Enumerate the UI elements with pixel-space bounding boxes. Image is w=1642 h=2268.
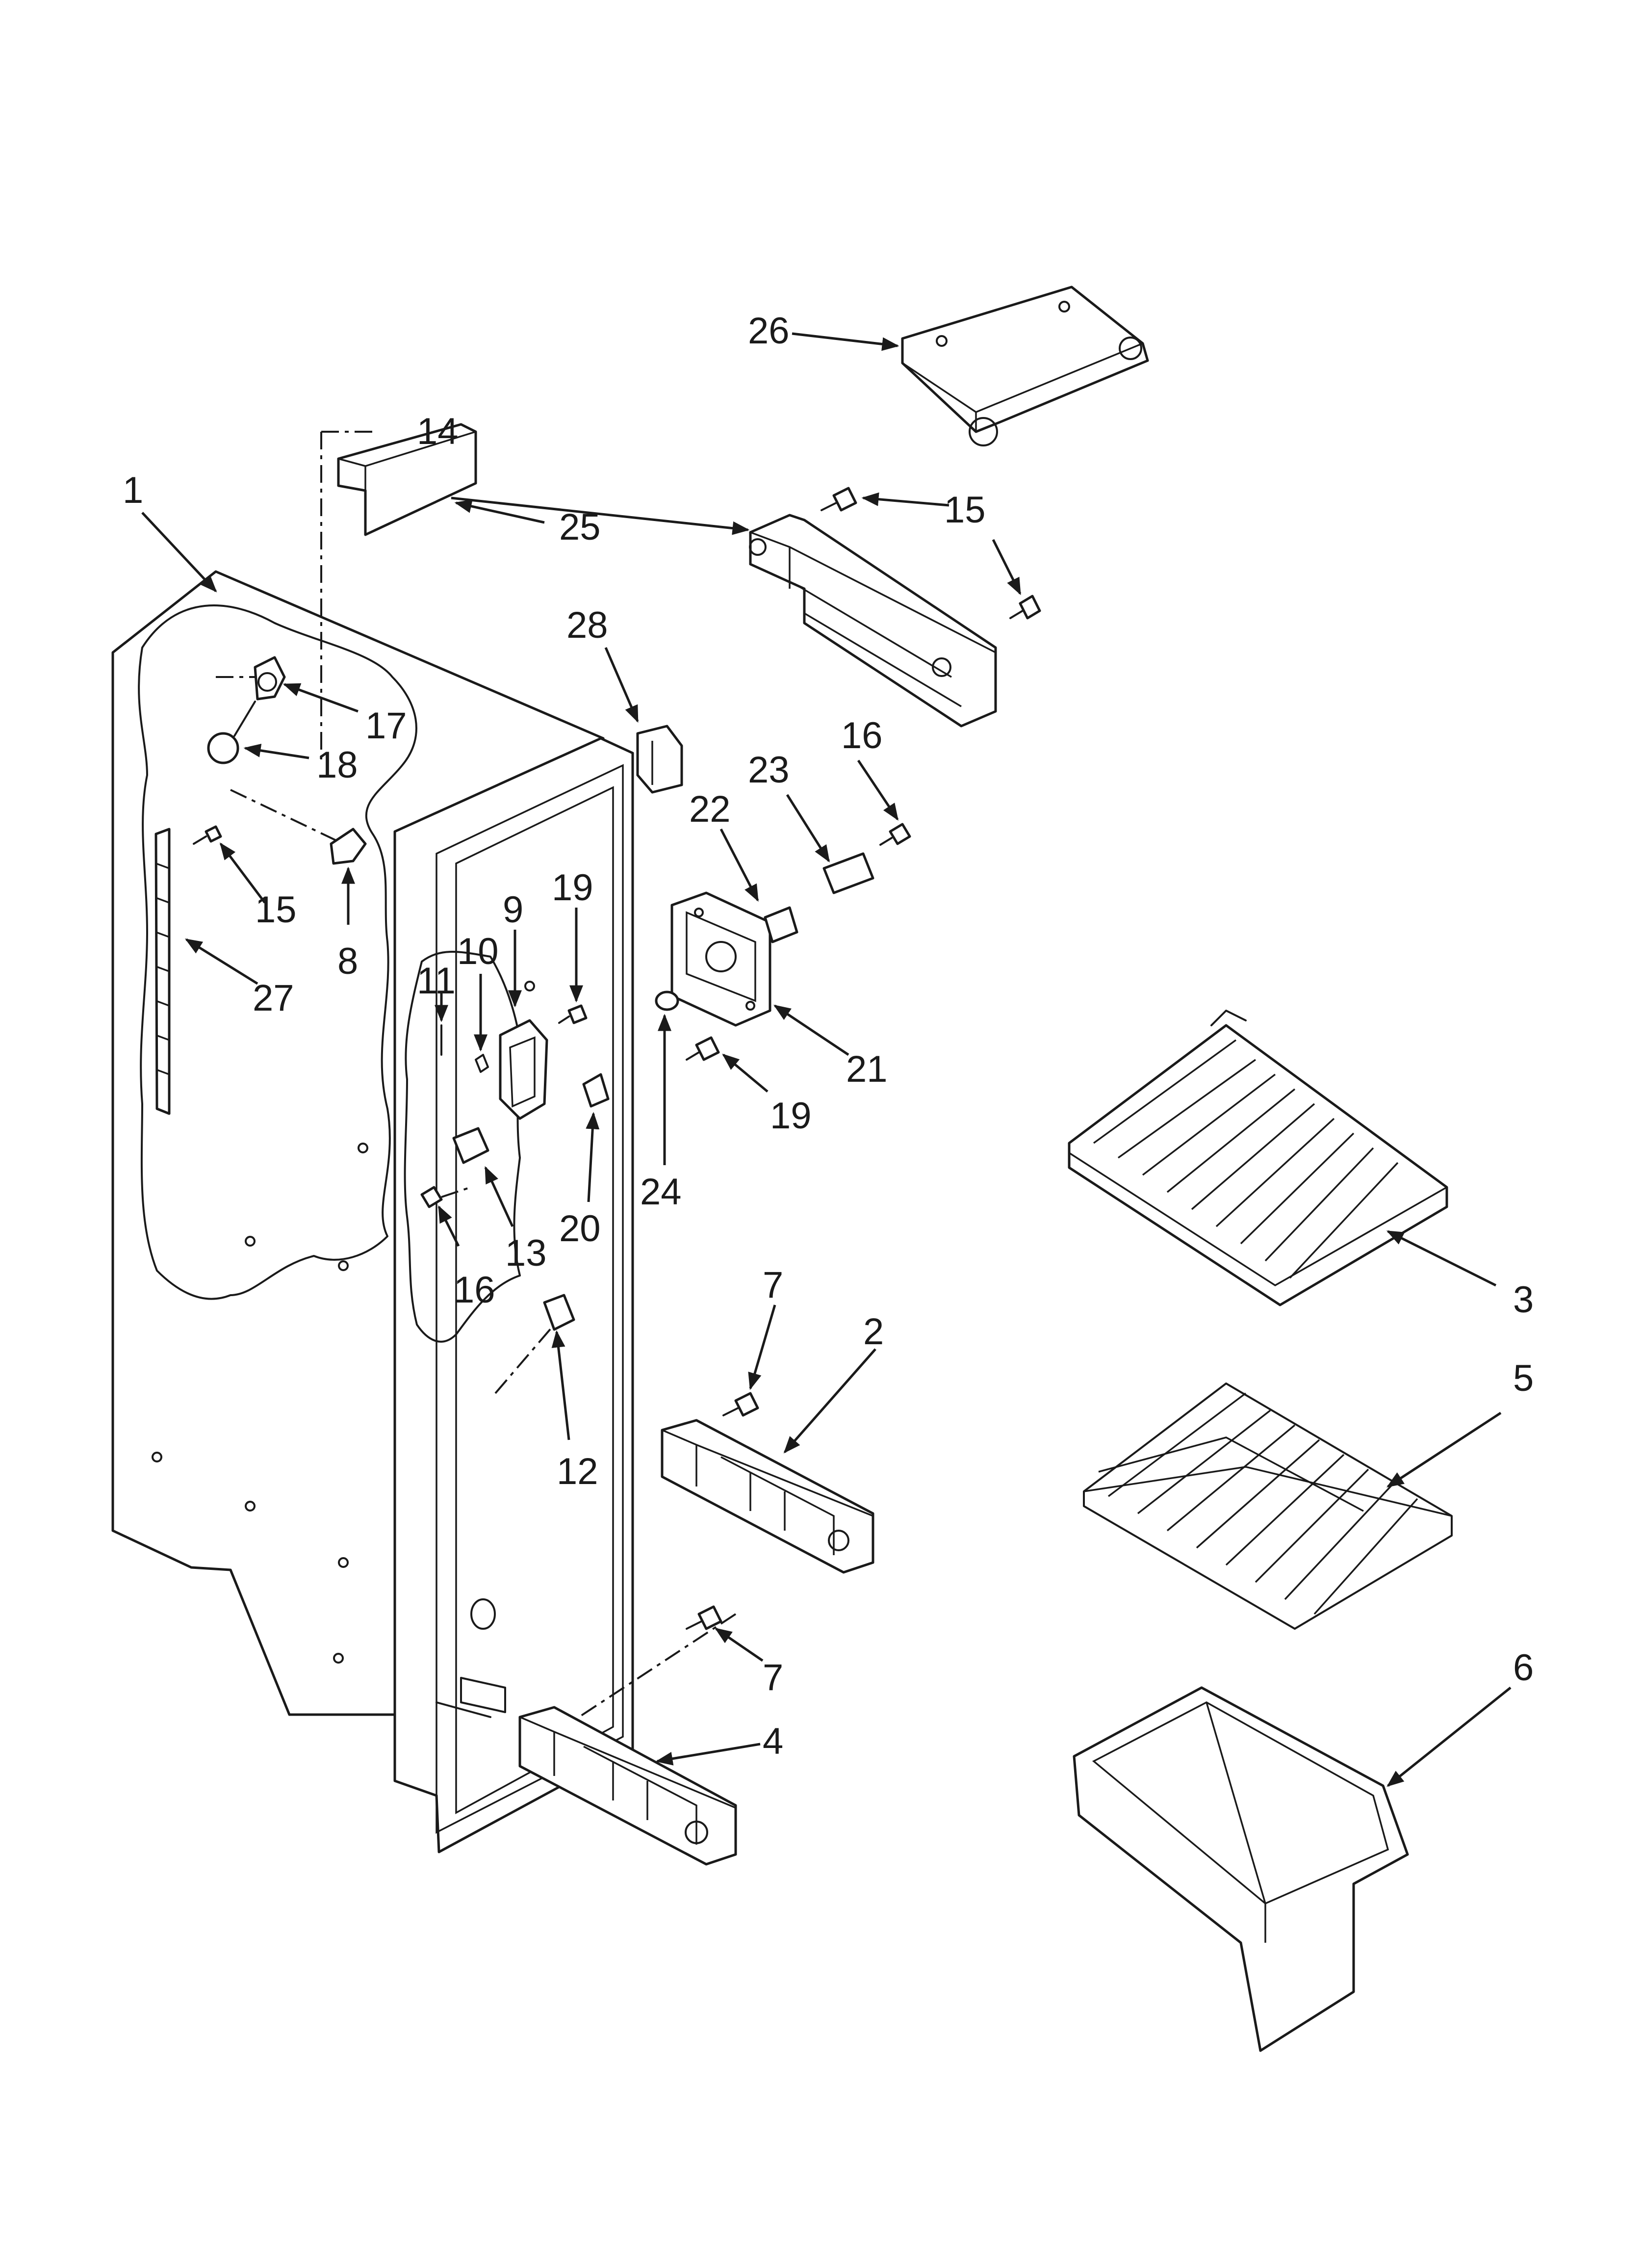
part-9-switch-housing — [499, 1019, 548, 1120]
callout-22: 22 — [689, 788, 731, 830]
part-20-clip — [582, 1073, 610, 1108]
callout-26: 26 — [748, 310, 790, 352]
part-14-bracket — [749, 514, 997, 728]
assembly-guides — [216, 431, 737, 1728]
callout-15-top: 15 — [944, 489, 986, 531]
callout-16-left: 16 — [454, 1269, 495, 1311]
callout-8: 8 — [337, 940, 358, 982]
callout-7-upper: 7 — [763, 1264, 783, 1306]
callout-16-right: 16 — [841, 715, 883, 756]
callout-28: 28 — [566, 604, 608, 646]
part-16-screw-left — [420, 1186, 443, 1208]
part-16-screw-right — [879, 823, 911, 846]
callout-20: 20 — [559, 1208, 601, 1250]
part-28-cover — [636, 725, 683, 794]
part-8-clip — [330, 828, 367, 865]
callout-24: 24 — [640, 1171, 682, 1213]
part-22-bracket — [764, 906, 798, 943]
part-7-screw-lower — [686, 1605, 722, 1630]
part-10-spring — [475, 1054, 489, 1073]
part-26-hinge — [901, 286, 1149, 446]
callout-4: 4 — [763, 1721, 783, 1762]
part-5-wire-shelf — [1083, 1382, 1453, 1630]
callout-3: 3 — [1513, 1279, 1534, 1321]
part-27-rail — [154, 828, 171, 1115]
callout-11: 11 — [417, 960, 456, 1002]
callout-15-left: 15 — [255, 889, 297, 931]
callout-10: 10 — [457, 931, 499, 972]
callout-13: 13 — [505, 1232, 547, 1274]
callout-27: 27 — [253, 977, 294, 1019]
part-15-screw-top — [821, 487, 857, 512]
part-25-cover — [337, 423, 477, 536]
callout-23: 23 — [748, 749, 790, 791]
callout-17: 17 — [365, 705, 407, 747]
callout-18: 18 — [316, 744, 358, 786]
part-17-light-socket — [254, 656, 286, 701]
part-2-support — [661, 1419, 874, 1574]
callout-1: 1 — [123, 469, 143, 511]
part-18-light-bulb — [207, 701, 256, 764]
cabinet-liner — [111, 570, 634, 1853]
callout-6: 6 — [1513, 1647, 1534, 1689]
part-13-board — [452, 1127, 489, 1164]
part-4-support — [518, 1706, 737, 1866]
callout-5: 5 — [1513, 1357, 1534, 1399]
part-7-screw-upper — [722, 1392, 759, 1417]
callout-labels: 1 2 3 4 5 6 7 7 8 9 10 11 12 13 14 15 15… — [123, 310, 1534, 1762]
part-21-housing — [670, 891, 771, 1027]
callout-19-upper: 19 — [552, 867, 593, 909]
part-12-switch — [543, 1294, 575, 1331]
callout-2: 2 — [863, 1311, 884, 1353]
part-6-bin — [1073, 1686, 1409, 2052]
part-15-screw-right — [1009, 595, 1041, 620]
callout-19-lower: 19 — [770, 1095, 812, 1137]
callout-9: 9 — [503, 889, 523, 931]
callout-14: 14 — [417, 411, 459, 452]
leader-lines — [141, 332, 1512, 1787]
callout-12: 12 — [557, 1451, 598, 1492]
part-19-screw-lower — [686, 1036, 720, 1061]
part-23-board — [822, 852, 874, 894]
callout-21: 21 — [846, 1048, 888, 1090]
part-24-knob — [655, 991, 679, 1011]
part-19-screw-upper — [558, 1004, 588, 1024]
part-3-shelf — [1068, 1010, 1448, 1306]
part-15-screw-left — [193, 825, 222, 845]
callout-25: 25 — [559, 506, 601, 548]
callout-7-lower: 7 — [763, 1657, 783, 1698]
